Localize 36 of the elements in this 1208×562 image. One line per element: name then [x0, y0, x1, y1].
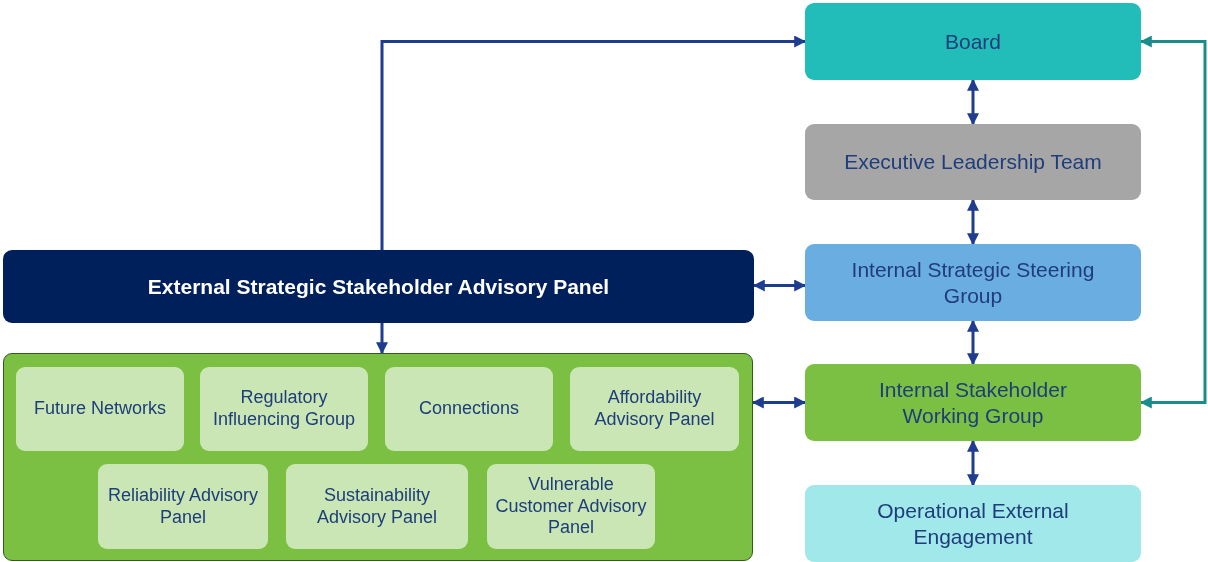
panel-box [487, 464, 655, 549]
node-label: Future Networks [32, 398, 167, 420]
arrow [967, 319, 979, 366]
node-label: Operational External Engagement [876, 498, 1070, 549]
panel-box [385, 367, 553, 451]
arrow [967, 198, 979, 246]
steering-box [805, 244, 1141, 321]
panel-group-box [3, 353, 753, 561]
node-label: Board [943, 28, 1002, 55]
node-label: External Strategic Stakeholder Advisory Panel [146, 273, 611, 300]
arrow [751, 396, 807, 409]
arrow [752, 279, 807, 292]
leadership-box [805, 124, 1141, 200]
panel-box [286, 464, 468, 549]
panel-box [200, 367, 368, 451]
node-label: Affordability Advisory Panel [593, 387, 716, 431]
panel-banner [3, 250, 754, 323]
node-label: Internal Stakeholder Working Group [878, 377, 1068, 428]
arrow [967, 439, 979, 487]
node-label: Connections [417, 398, 521, 420]
panel-box [16, 367, 184, 451]
node-label: Sustainability Advisory Panel [315, 484, 439, 529]
arrow [1139, 35, 1207, 409]
board-box [805, 3, 1141, 80]
node-label: Vulnerable Customer Advisory Panel [494, 474, 648, 539]
arrow [967, 78, 979, 126]
panel-box [98, 464, 268, 549]
panel-box [570, 367, 739, 451]
engagement-box [805, 485, 1141, 562]
node-label: Regulatory Influencing Group [211, 387, 357, 431]
node-label: Executive Leadership Team [843, 149, 1103, 175]
arrow [380, 35, 807, 250]
arrow [376, 323, 388, 355]
node-label: Reliability Advisory Panel [106, 484, 260, 529]
node-label: Internal Strategic Steering Group [850, 257, 1096, 308]
working-group-box [805, 364, 1141, 441]
